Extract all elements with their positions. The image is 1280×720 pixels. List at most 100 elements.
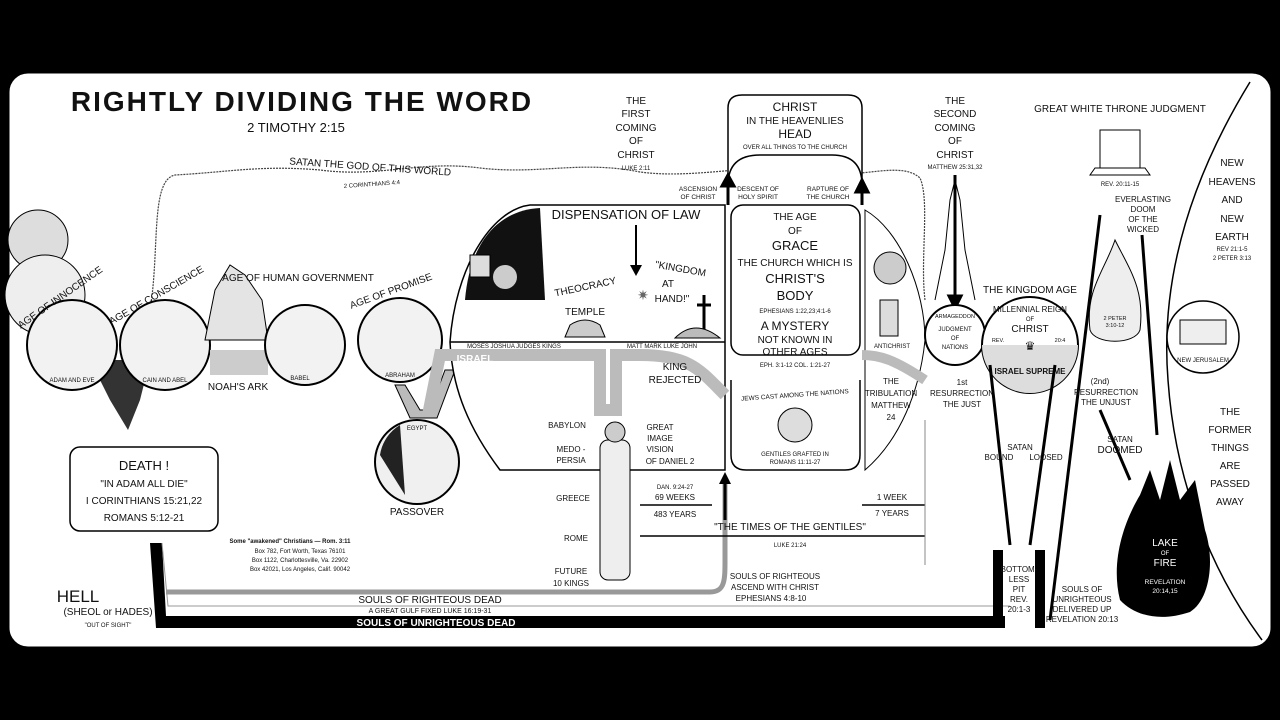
new-heavens-l5: EARTH [1215,232,1249,243]
fire-icon [1088,238,1142,342]
kingdom-reign: MILLENNIAL REIGN [993,305,1067,314]
age-caption: ABRAHAM [385,373,415,379]
satan-bound-arrow [988,364,1012,546]
kingdom-line2: AT [662,279,674,290]
king-line2: REJECTED [649,375,702,386]
throne-title: GREAT WHITE THRONE JUDGMENT [1034,104,1206,115]
grace-l6: BODY [777,288,814,303]
kingdom-rev: REV. [992,338,1005,344]
arrow-up-icon [719,472,731,484]
ascension-l2: OF CHRIST [680,194,715,201]
second-coming-l5: CHRIST [936,150,973,161]
tribulation-l3: MATTHEW [871,401,911,410]
pit-l5: 20:1-3 [1008,605,1031,614]
city-icon [1179,319,1227,345]
age-title: AGE OF HUMAN GOVERNMENT [222,273,374,284]
resurrection-unjust-arrow [1048,214,1102,621]
doom-l3: OF THE [1128,215,1157,224]
unrighteous-dead-label: SOULS OF UNRIGHTEOUS DEAD [357,618,516,629]
kingdom-rome: ROME [564,534,588,543]
hell-sub: (SHEOL or HADES) [63,607,152,618]
first-coming: THE FIRST COMING OF CHRIST LUKE 2:11 [615,96,656,172]
one-week: 1 WEEK [877,493,908,502]
death-quote: "IN ADAM ALL DIE" [100,479,188,490]
israel-label: ISRAEL [457,354,494,365]
second-coming-arrow [946,175,964,312]
nations-bottom2: ROMANS 11:11-27 [770,460,821,466]
star-icon: ✷ [637,287,649,303]
descent-l1: DESCENT OF [737,186,779,193]
vision-l1: GREAT [647,423,674,432]
publisher-line2: Box 782, Fort Worth, Texas 76101 [255,549,346,555]
kingdom-babylon: BABYLON [548,421,586,430]
israel-supreme: ISRAEL SUPREME [995,367,1067,376]
beast-icon [873,251,907,285]
first-coming-l2: FIRST [622,109,651,120]
age-human-government: AGE OF HUMAN GOVERNMENT BABEL [222,273,374,386]
heavenlies-l2: IN THE HEAVENLIES [746,116,844,127]
throne-icon [1089,129,1151,176]
temple-icon [564,319,606,338]
grace-l9: OTHER AGES [762,347,827,358]
former-l2: FORMER [1208,425,1251,436]
seven-years: 7 YEARS [875,509,909,518]
death-ref2: ROMANS 5:12-21 [104,513,185,524]
cain-abel-icon [119,299,211,391]
new-heavens-l3: AND [1221,195,1242,206]
second-coming-l2: SECOND [934,109,977,120]
ascension-l1: ASCENSION [679,186,718,193]
righteous-ascend-band [166,480,728,595]
delivered-l3: DELIVERED UP [1053,605,1112,614]
king-line1: KING [663,362,688,373]
weeks-69: 69 WEEKS [655,493,695,502]
olive-tree-icon [777,407,813,443]
jerusalem-label: NEW JERUSALEM [1177,358,1229,364]
pit-l1: BOTTOM- [1001,565,1038,574]
publisher-line4: Box 42021, Los Angeles, Calif. 90042 [250,567,351,573]
cloud-icon [493,265,517,289]
second-coming-l1: THE [945,96,965,107]
gentiles-ref: LUKE 21:24 [774,543,807,549]
eternity-divider [1165,81,1263,641]
rapture-arrow-icon [853,176,871,205]
pit-l4: REV. [1010,595,1028,604]
death-box: DEATH ! "IN ADAM ALL DIE" I CORINTHIANS … [69,446,219,532]
first-res-l2: RESURRECTION [930,389,994,398]
rapture-l2: THE CHURCH [807,194,850,201]
kingdom-ref: 20:4 [1055,338,1066,344]
cross-icon [697,295,711,330]
grace-l1: THE AGE [773,212,817,223]
kingdom-greece: GREECE [556,494,590,503]
first-coming-ref: LUKE 2:11 [622,166,651,172]
adam-eve-tree-icon [26,299,118,391]
doom-l4: WICKED [1127,225,1159,234]
satan-label2: SATAN [1007,443,1033,452]
tribulation-l2: TRIBULATION [865,389,918,398]
vision-l2: IMAGE [647,434,673,443]
throne-ref: REV. 20:11-15 [1101,182,1140,188]
first-coming-l5: CHRIST [617,150,654,161]
great-gulf-label: A GREAT GULF FIXED LUKE 16:19-31 [369,608,492,615]
new-heavens-l1: NEW [1220,158,1244,169]
grace-l7: A MYSTERY [761,319,829,333]
armageddon-l3: NATIONS [942,345,968,351]
lake-l1: LAKE [1152,538,1178,549]
new-heavens-ref2: 2 PETER 3:13 [1213,256,1252,262]
doom-l1: EVERLASTING [1115,195,1171,204]
descent-l2: HOLY SPIRIT [738,194,778,201]
abraham-icon [357,297,443,383]
lake-of-fire-icon [1116,460,1210,617]
former-l4: ARE [1220,461,1241,472]
satan-doomed-arrow [1098,409,1132,481]
kingdom-medo: MEDO - [557,445,586,454]
age-title: NOAH'S ARK [208,382,269,393]
ascend-line3: EPHESIANS 4:8-10 [736,594,807,603]
lake-l2: OF [1161,551,1170,557]
former-l3: THINGS [1211,443,1249,454]
peter-l1: 2 PETER [1104,316,1127,322]
satan-world-line [149,165,926,311]
pit-right-wall [1035,550,1045,628]
heavenlies-l1: CHRIST [773,100,818,114]
years-483: 483 YEARS [654,510,697,519]
lake-ref1: REVELATION [1145,579,1186,586]
